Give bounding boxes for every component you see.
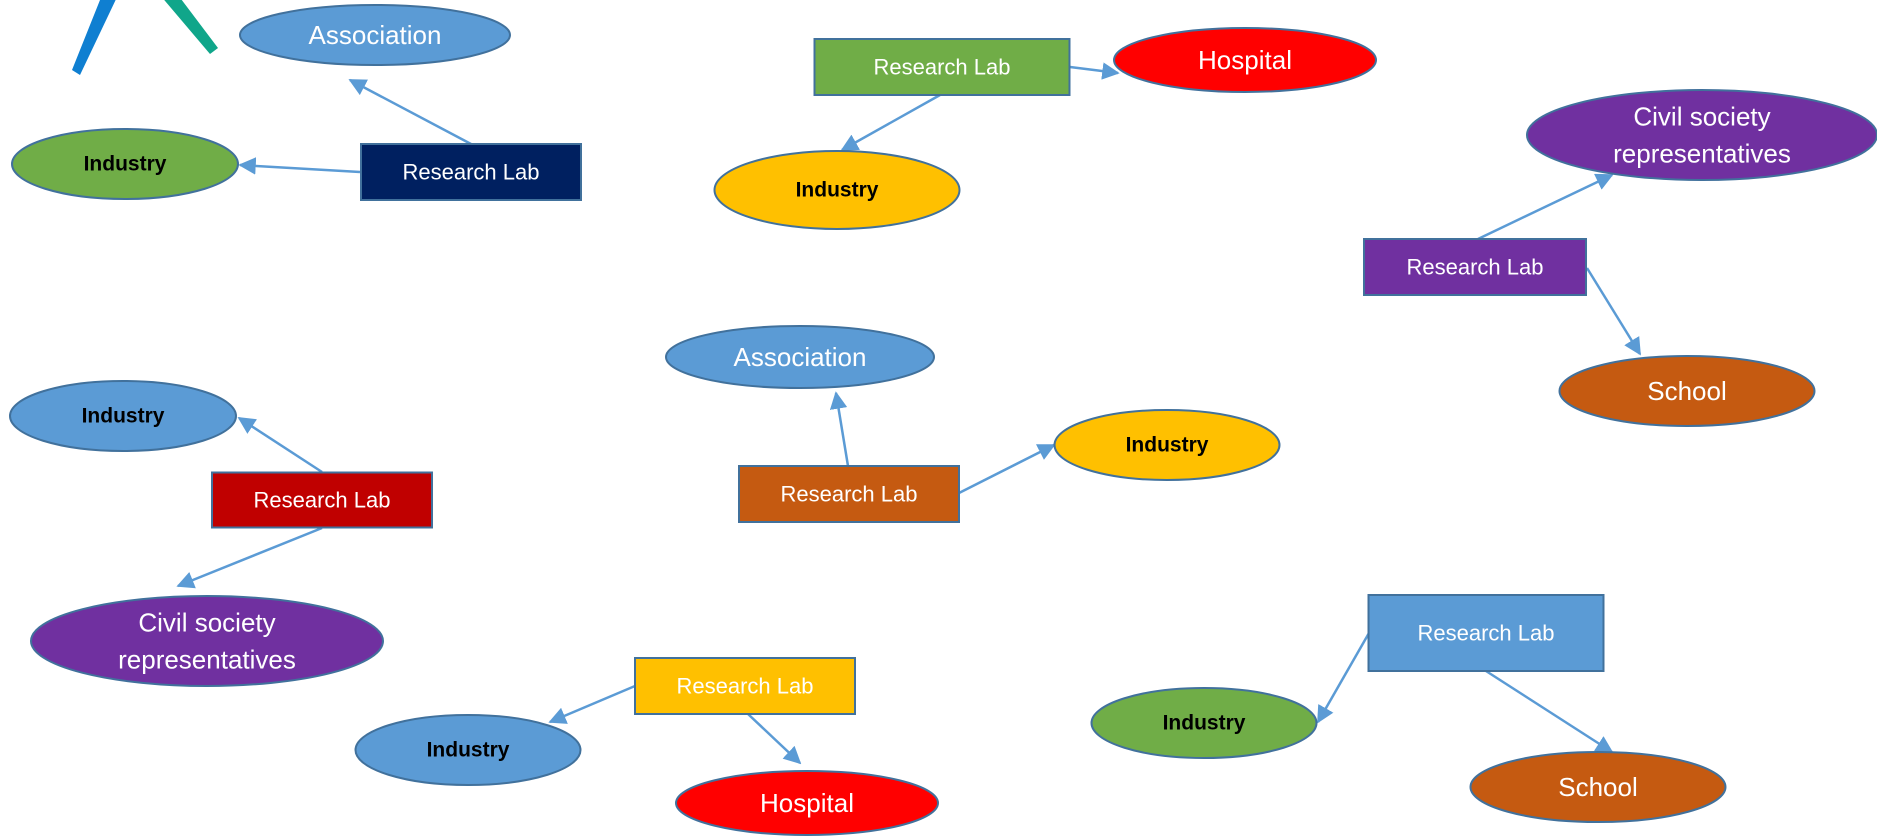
arrow-c1-lab-to-c1-assoc (348, 78, 472, 146)
arrow-c7-lab-to-c7-school (1485, 669, 1614, 754)
research-lab-box (1363, 238, 1587, 296)
node-c7-ind: Industry (1090, 687, 1318, 759)
arrow-c5-lab-to-c5-assoc (829, 391, 850, 467)
node-label: Research Lab (1407, 255, 1544, 280)
arrow-c3-lab-to-c3-civ (1477, 173, 1614, 241)
node-c4-civ: Civil society representatives (30, 595, 384, 687)
node-label-line: representatives (118, 645, 296, 675)
node-label: Research Lab (874, 55, 1011, 80)
node-label: School (1558, 772, 1638, 802)
arrow-c4-lab-to-c4-civ (176, 526, 323, 589)
node-label: Industry (82, 405, 165, 428)
node-c1-lab: Research Lab (360, 143, 582, 201)
node-ellipse (1053, 409, 1281, 481)
node-c5-lab: Research Lab (738, 465, 960, 523)
node-label: Research Lab (677, 674, 814, 699)
node-ellipse (675, 770, 939, 836)
node-ellipse (713, 150, 961, 230)
node-c4-lab: Research Lab (211, 471, 433, 529)
node-c2-ind: Industry (713, 150, 961, 230)
node-c1-ind: Industry (11, 128, 239, 200)
node-c1-assoc: Association (239, 4, 511, 66)
node-c6-lab: Research Lab (634, 657, 856, 715)
node-c7-school: School (1469, 751, 1727, 823)
node-c2-lab: Research Lab (813, 38, 1071, 96)
node-label: Industry (796, 179, 879, 202)
node-c7-lab: Research Lab (1367, 594, 1605, 672)
node-c2-hosp: Hospital (1113, 27, 1377, 93)
node-ellipse (1558, 355, 1816, 427)
node-label: Industry (84, 153, 167, 176)
arrow-c7-lab-to-c7-ind (1316, 632, 1371, 724)
node-label: Industry (427, 739, 510, 762)
node-c6-ind: Industry (354, 714, 582, 786)
node-ellipse (354, 714, 582, 786)
node-c3-school: School (1558, 355, 1816, 427)
arrow-c2-lab-to-c2-hosp (1069, 62, 1120, 80)
node-label: Association (734, 342, 867, 372)
node-c3-civ: Civil society representatives (1526, 89, 1877, 181)
node-c6-hosp: Hospital (675, 770, 939, 836)
node-c4-ind: Industry (9, 380, 237, 452)
node-c5-ind: Industry (1053, 409, 1281, 481)
node-label: Hospital (1198, 45, 1292, 75)
arrow-c4-lab-to-c4-ind (237, 416, 323, 474)
arrow-c2-lab-to-c2-ind (840, 93, 941, 152)
research-lab-box (634, 657, 856, 715)
node-label: Association (309, 20, 442, 50)
research-lab-box (1367, 594, 1605, 672)
arrow-c1-lab-to-c1-ind (238, 157, 361, 175)
node-ellipse (1113, 27, 1377, 93)
node-c3-lab: Research Lab (1363, 238, 1587, 296)
node-ellipse (665, 325, 935, 389)
arrow-c5-lab-to-c5-ind (958, 443, 1056, 495)
node-ellipse (239, 4, 511, 66)
arrow-c3-lab-to-c3-school (1585, 267, 1642, 356)
node-c5-assoc: Association (665, 325, 935, 389)
arrow-c6-lab-to-c6-hosp (747, 713, 802, 765)
node-label: Research Lab (403, 160, 540, 185)
node-ellipse (1469, 751, 1727, 823)
research-lab-box (360, 143, 582, 201)
node-ellipse (11, 128, 239, 200)
node-label: Industry (1126, 434, 1209, 457)
edges-layer (176, 62, 1642, 765)
research-lab-box (813, 38, 1071, 96)
node-label: Industry (1163, 712, 1246, 735)
partial-logo-icon (72, 0, 218, 75)
node-ellipse (9, 380, 237, 452)
node-ellipse (1090, 687, 1318, 759)
node-label-line: Civil society (1633, 102, 1770, 132)
node-label: Research Lab (1418, 621, 1555, 646)
node-label: Hospital (760, 788, 854, 818)
node-label: Research Lab (254, 488, 391, 513)
research-lab-box (211, 471, 433, 529)
node-ellipse (1526, 89, 1877, 181)
node-label-line: representatives (1613, 139, 1791, 169)
node-label: School (1647, 376, 1727, 406)
node-ellipse (30, 595, 384, 687)
research-lab-box (738, 465, 960, 523)
node-label: Research Lab (781, 482, 918, 507)
node-label-line: Civil society (138, 608, 275, 638)
nodes-layer: Research LabAssociationIndustryResearch … (9, 4, 1877, 836)
arrow-c6-lab-to-c6-ind (548, 684, 636, 724)
